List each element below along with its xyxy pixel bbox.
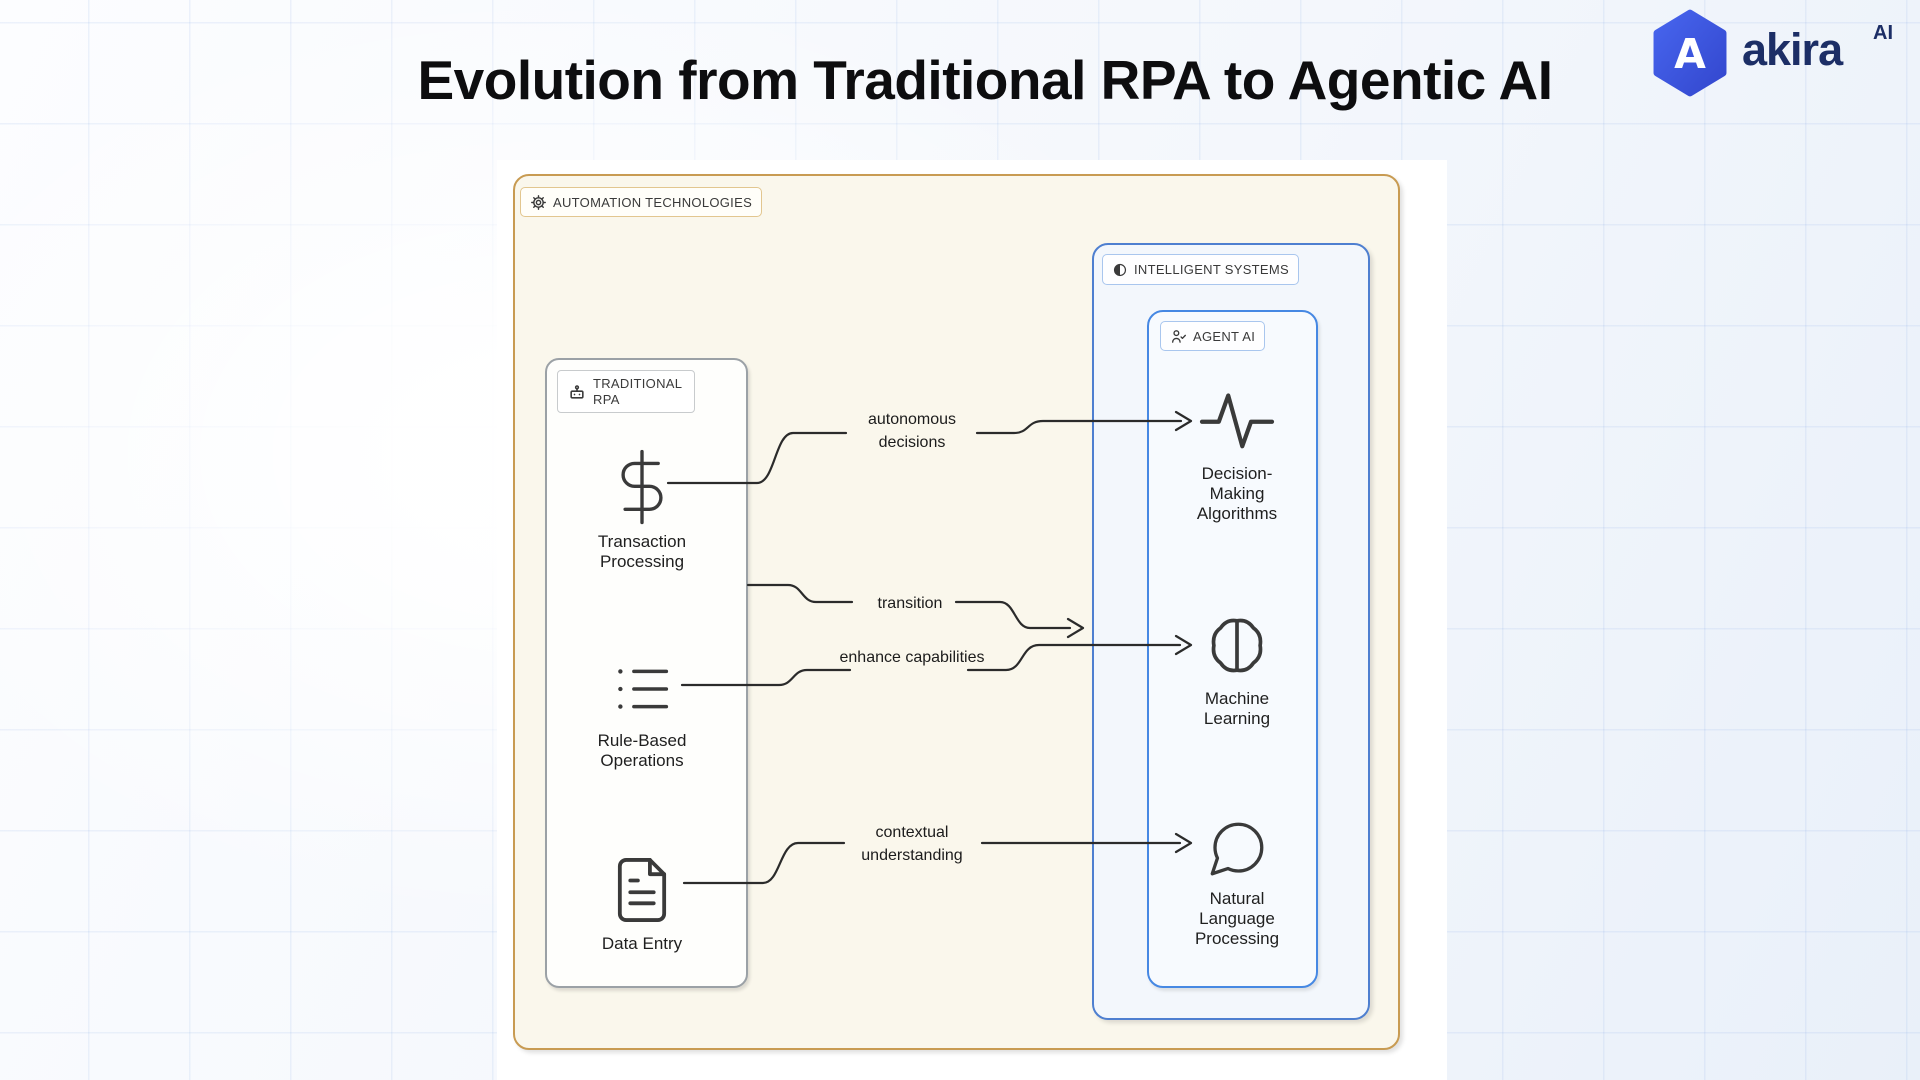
robot-icon: [570, 384, 584, 399]
gear-icon: [531, 194, 546, 210]
intelligent-systems-label: INTELLIGENT SYSTEMS: [1102, 254, 1299, 285]
intelligent-systems-label-text: INTELLIGENT SYSTEMS: [1134, 262, 1289, 277]
page-title: Evolution from Traditional RPA to Agenti…: [417, 49, 1553, 111]
brand-name: akira: [1742, 24, 1843, 75]
brand-letter: A: [1674, 30, 1706, 78]
item-natural-language-processing: Natural Language Processing: [1162, 816, 1312, 949]
list-icon: [618, 669, 669, 709]
item-rule-based-operations: Rule-Based Operations: [567, 666, 717, 771]
connection-label-autonomous-decisions: autonomous decisions: [867, 411, 957, 452]
brain-icon: [1211, 618, 1263, 673]
item-caption: Rule-Based Operations: [597, 731, 687, 771]
item-caption: Transaction Processing: [597, 532, 687, 572]
user-check-icon: [1172, 329, 1186, 343]
connection-label-transition: transition: [877, 595, 943, 612]
item-data-entry: Data Entry: [567, 852, 717, 954]
dollar-icon: [621, 449, 663, 525]
brand-suffix: AI: [1873, 22, 1893, 44]
agent-ai-label-text: AGENT AI: [1193, 328, 1256, 344]
item-caption: Data Entry: [601, 934, 683, 953]
speech-bubble-icon: [1210, 822, 1264, 876]
connection-label-contextual-understanding: contextual understanding: [861, 824, 963, 865]
item-transaction-processing: Transaction Processing: [567, 446, 717, 572]
traditional-rpa-label-text: TRADITIONAL RPA: [593, 376, 682, 407]
item-machine-learning: Machine Learning: [1162, 610, 1312, 729]
hexagon-icon: A: [1653, 9, 1727, 97]
automation-technologies-label: AUTOMATION TECHNOLOGIES: [520, 187, 763, 217]
activity-icon: [1199, 393, 1275, 449]
item-caption: Decision-Making Algorithms: [1196, 464, 1278, 524]
connection-label-enhance-capabilities: enhance capabilities: [839, 649, 985, 666]
item-caption: Machine Learning: [1203, 689, 1271, 729]
agent-ai-label: AGENT AI: [1160, 321, 1266, 351]
item-caption: Natural Language Processing: [1194, 889, 1280, 949]
automation-technologies-label-text: AUTOMATION TECHNOLOGIES: [553, 194, 753, 210]
document-icon: [617, 858, 667, 922]
traditional-rpa-label: TRADITIONAL RPA: [557, 370, 695, 413]
half-circle-icon: [1113, 263, 1127, 276]
item-decision-making-algorithms: Decision-Making Algorithms: [1162, 388, 1312, 524]
